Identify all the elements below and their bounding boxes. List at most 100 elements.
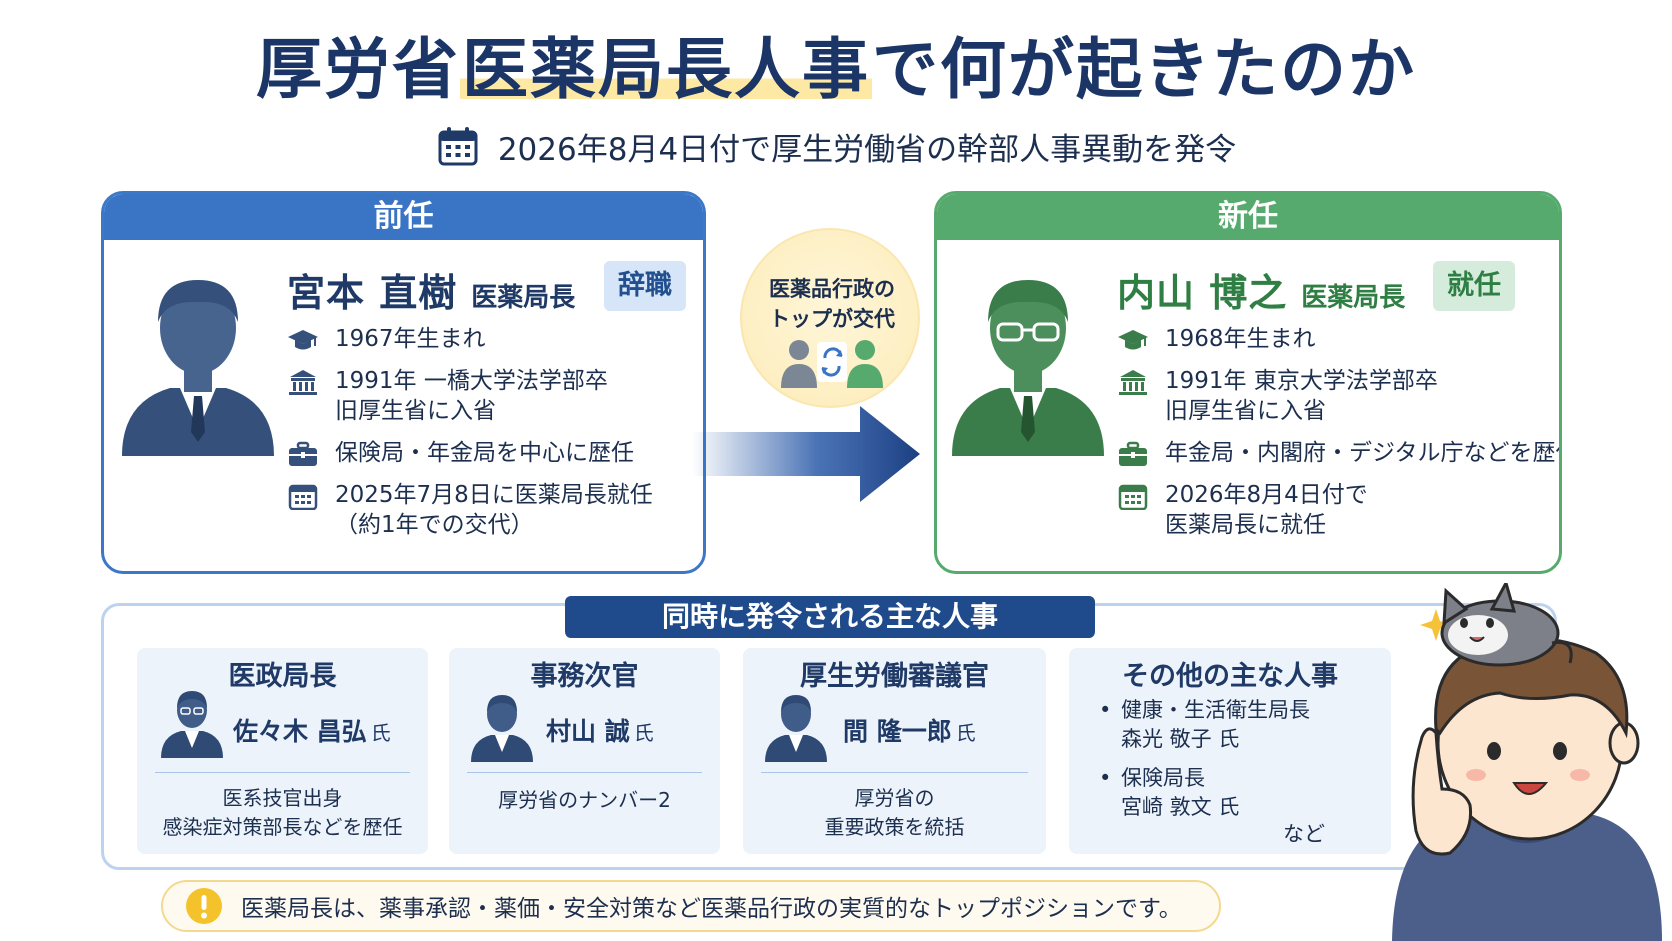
fact-line: 1991年 東京大学法学部卒 xyxy=(1165,368,1438,394)
fact-appointment: 2025年7月8日に医薬局長就任 （約1年での交代） xyxy=(287,480,697,540)
fact-education: 1991年 東京大学法学部卒 旧厚生省に入省 xyxy=(1117,366,1547,426)
honorific: 氏 xyxy=(633,721,654,745)
fact-line: 2026年8月4日付で xyxy=(1165,482,1368,508)
next-name-row: 内山 博之 医薬局長 xyxy=(1117,262,1405,317)
transition-text: 医薬品行政の トップが交代 xyxy=(742,274,922,334)
status-badge-appointed: 就任 xyxy=(1433,261,1515,311)
fact-career: 年金局・内閣府・デジタル庁などを歴任 xyxy=(1117,438,1562,468)
other-appointments-title: 同時に発令される主な人事 xyxy=(565,596,1095,638)
fact-appointment: 2026年8月4日付で 医薬局長に就任 xyxy=(1117,480,1547,540)
calendar-icon xyxy=(288,484,318,510)
next-person-name: 内山 博之 xyxy=(1117,271,1288,315)
appointee-name: 佐々木 昌弘氏 xyxy=(233,712,391,748)
next-card-header: 新任 xyxy=(937,194,1559,240)
appointee-name: 間 隆一郎氏 xyxy=(843,712,976,748)
appointee-name: 村山 誠氏 xyxy=(546,712,654,748)
transition-line: トップが交代 xyxy=(769,307,895,331)
person-swap-icon xyxy=(781,340,883,388)
fact-line: （約1年での交代） xyxy=(335,512,534,538)
description-line: 厚労省のナンバー2 xyxy=(498,788,671,812)
calendar-icon xyxy=(1118,484,1148,510)
building-icon xyxy=(1119,370,1147,395)
description-line: 重要政策を統括 xyxy=(824,815,965,839)
fact-line: 旧厚生省に入省 xyxy=(335,398,496,424)
appointment-title: 厚生労働審議官 xyxy=(800,661,989,692)
person-silhouette-icon xyxy=(471,695,533,762)
previous-card-header: 前任 xyxy=(104,194,703,240)
status-badge-resigned: 辞職 xyxy=(604,261,686,311)
fact-line: 1967年生まれ xyxy=(335,326,486,352)
description-line: 厚労省の xyxy=(854,786,935,810)
title-prefix: 厚労省 xyxy=(256,31,460,108)
fact-career: 保険局・年金局を中心に歴任 xyxy=(287,438,697,468)
appointee-description: 厚労省のナンバー2 xyxy=(449,786,720,815)
previous-card: 前任 宮本 直樹 医薬局長 辞職 1967年生まれ xyxy=(101,191,706,574)
appointment-title: 医政局長 xyxy=(228,661,337,692)
etc-label: など xyxy=(1283,822,1325,846)
fact-line: 1968年生まれ xyxy=(1165,326,1316,352)
honorific: 氏 xyxy=(955,721,976,745)
note-banner: 医薬局長は、薬事承認・薬価・安全対策など医薬品行政の実質的なトップポジションです… xyxy=(161,880,1221,932)
divider xyxy=(761,772,1028,773)
misc-role: 健康・生活衛生局長 xyxy=(1121,698,1310,722)
appointment-title: 事務次官 xyxy=(530,661,639,692)
misc-appointment-list: 健康・生活衛生局長 森光 敬子 氏 保険局長 宮崎 敦文 氏 xyxy=(1097,696,1310,822)
cat-icon xyxy=(1440,583,1573,667)
briefcase-icon xyxy=(1119,441,1147,466)
subtitle-text: 2026年8月4日付で厚生労働省の幹部人事異動を発令 xyxy=(497,131,1237,168)
fact-line: 保険局・年金局を中心に歴任 xyxy=(335,440,634,466)
calendar-icon xyxy=(438,127,478,166)
person-silhouette-icon xyxy=(122,280,274,456)
description-line: 医系技官出身 xyxy=(222,786,343,810)
page-title: 厚労省医薬局長人事で何が起きたのか xyxy=(0,28,1672,112)
graduation-cap-icon xyxy=(288,330,318,350)
fact-education: 1991年 一橋大学法学部卒 旧厚生省に入省 xyxy=(287,366,697,426)
fact-line: 2025年7月8日に医薬局長就任 xyxy=(335,482,653,508)
person-with-glasses-silhouette-icon xyxy=(952,280,1104,456)
divider xyxy=(155,772,410,773)
transition-arrow xyxy=(692,406,920,502)
previous-person-name: 宮本 直樹 xyxy=(287,271,458,315)
description-line: 感染症対策部長などを歴任 xyxy=(162,815,403,839)
appointee-name-text: 間 隆一郎 xyxy=(843,717,952,746)
appointee-description: 医系技官出身 感染症対策部長などを歴任 xyxy=(137,784,428,842)
appointee-name-text: 佐々木 昌弘 xyxy=(233,717,367,746)
appointment-card-councillor: 厚生労働審議官 間 隆一郎氏 厚労省の 重要政策を統括 xyxy=(743,648,1046,854)
previous-person-role: 医薬局長 xyxy=(471,283,576,313)
appointee-description: 厚労省の 重要政策を統括 xyxy=(743,784,1046,842)
list-item: 健康・生活衛生局長 森光 敬子 氏 xyxy=(1097,696,1310,754)
previous-name-row: 宮本 直樹 医薬局長 xyxy=(287,262,575,317)
misc-name: 宮崎 敦文 氏 xyxy=(1121,795,1240,819)
appointment-title: その他の主な人事 xyxy=(1122,661,1338,692)
transition-bubble: 医薬品行政の トップが交代 xyxy=(740,228,920,408)
briefcase-icon xyxy=(289,441,317,466)
appointment-card-misc: その他の主な人事 健康・生活衛生局長 森光 敬子 氏 保険局長 宮崎 敦文 氏 … xyxy=(1069,648,1391,854)
next-facts: 1968年生まれ 1991年 東京大学法学部卒 旧厚生省に入省 年金局・内閣府・… xyxy=(1117,324,1562,540)
next-card: 新任 内山 博之 医薬局長 就任 1968年生まれ xyxy=(934,191,1562,574)
fact-birth: 1967年生まれ xyxy=(287,324,697,354)
appointment-card-vice-minister: 事務次官 村山 誠氏 厚労省のナンバー2 xyxy=(449,648,720,854)
person-silhouette-icon xyxy=(161,691,223,758)
previous-facts: 1967年生まれ 1991年 一橋大学法学部卒 旧厚生省に入省 保険局・年金局を… xyxy=(287,324,697,540)
misc-name: 森光 敬子 氏 xyxy=(1121,727,1240,751)
list-item: 保険局長 宮崎 敦文 氏 xyxy=(1097,764,1310,822)
fact-line: 旧厚生省に入省 xyxy=(1165,398,1326,424)
misc-role: 保険局長 xyxy=(1121,766,1205,790)
appointment-card-medical-policy: 医政局長 佐々木 昌弘氏 医系技官出身 感染症対策部長などを歴任 xyxy=(137,648,428,854)
sparkle-icon xyxy=(1420,609,1452,641)
title-suffix: で何が起きたのか xyxy=(872,31,1416,108)
subtitle: 2026年8月4日付で厚生労働省の幹部人事異動を発令 xyxy=(0,118,1672,174)
mascot-illustration xyxy=(1392,583,1662,941)
divider xyxy=(467,772,702,773)
appointee-name-text: 村山 誠 xyxy=(546,717,630,746)
person-silhouette-icon xyxy=(765,695,827,762)
fact-line: 年金局・内閣府・デジタル庁などを歴任 xyxy=(1165,440,1562,466)
graduation-cap-icon xyxy=(1118,330,1148,350)
building-icon xyxy=(289,370,317,395)
title-highlight: 医薬局長人事 xyxy=(460,31,872,108)
honorific: 氏 xyxy=(370,721,391,745)
transition-line: 医薬品行政の xyxy=(769,277,895,301)
exclamation-icon xyxy=(186,888,222,924)
note-text: 医薬局長は、薬事承認・薬価・安全対策など医薬品行政の実質的なトップポジションです… xyxy=(241,896,1182,922)
fact-line: 医薬局長に就任 xyxy=(1165,512,1326,538)
